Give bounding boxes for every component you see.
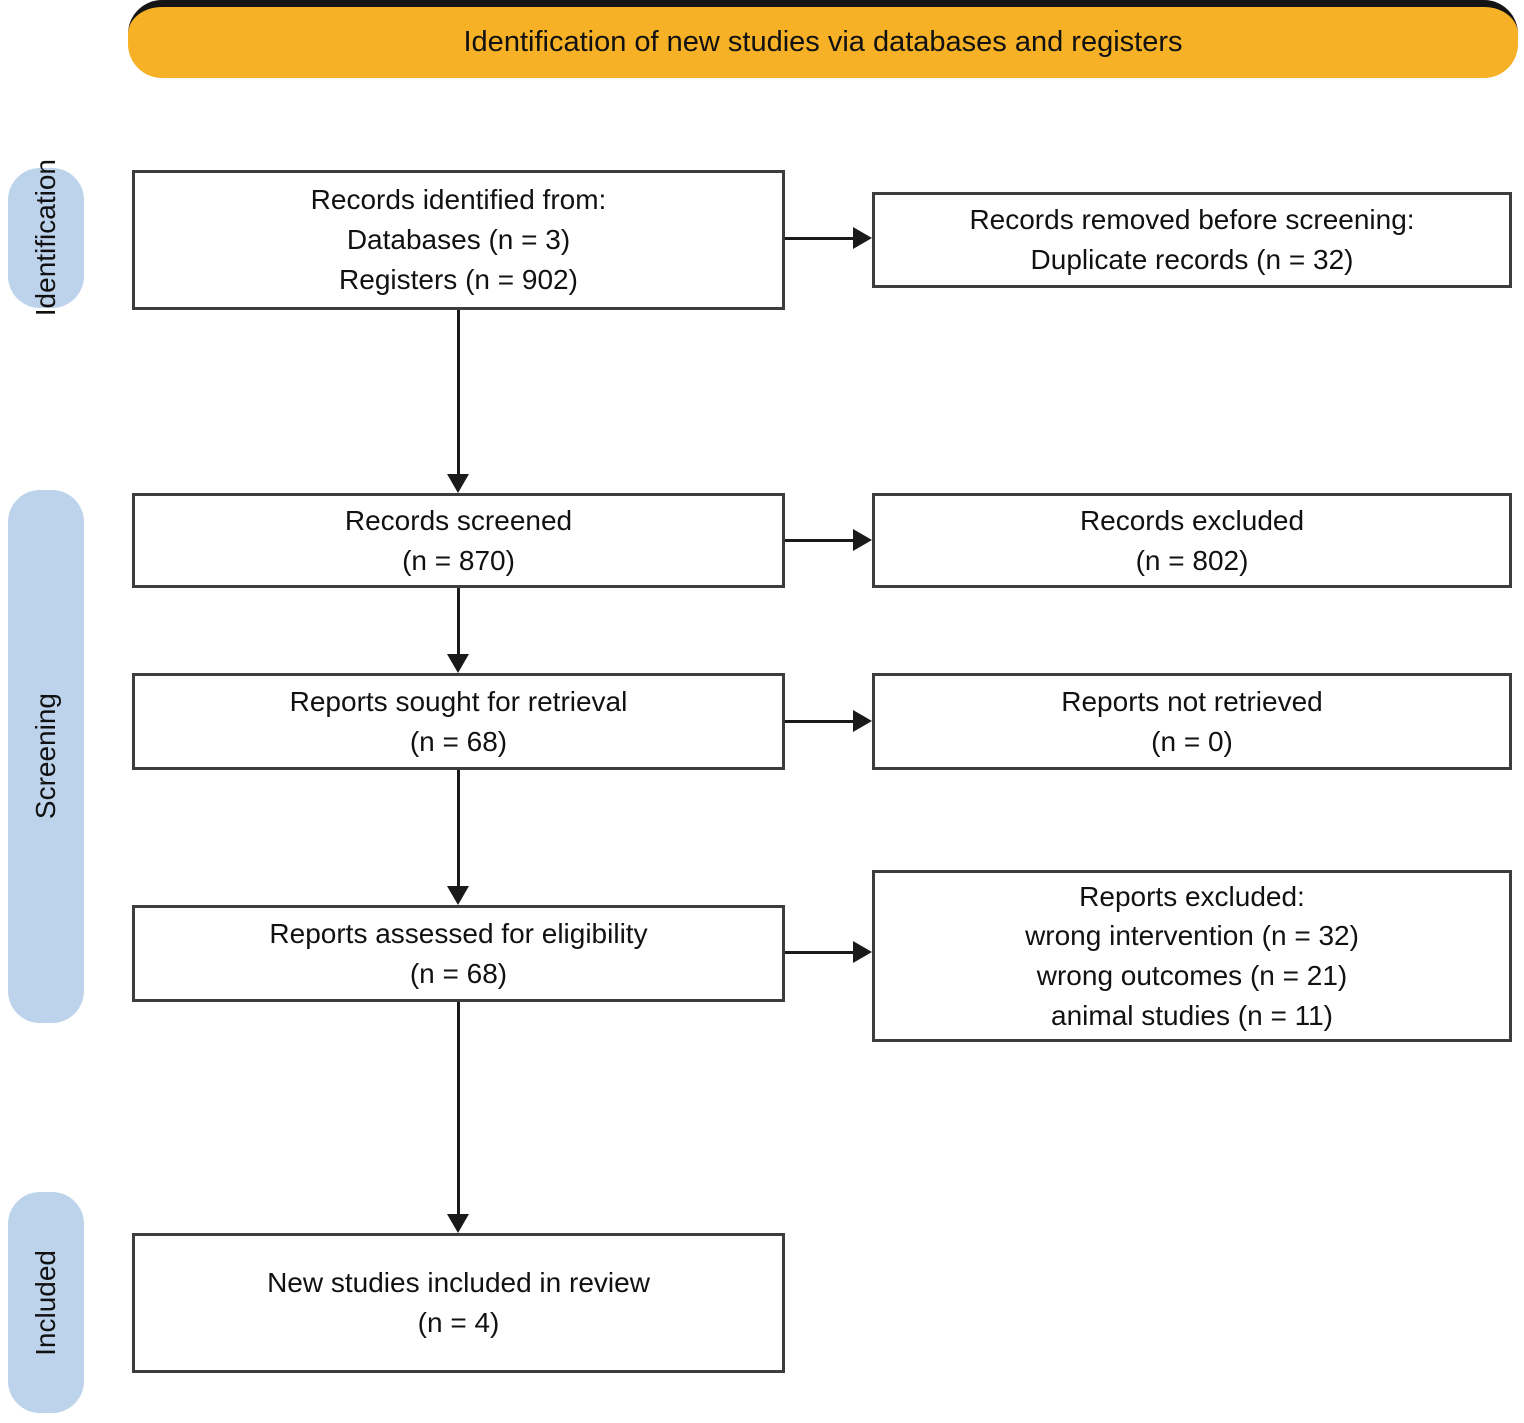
box-line: Records excluded (1079, 504, 1305, 536)
connector-line (457, 1002, 460, 1216)
connector-line (785, 237, 855, 240)
box-line: Reports excluded: (1079, 880, 1305, 912)
arrow-right-icon (853, 227, 872, 249)
stage-pill-screening: Screening (8, 490, 84, 1023)
flow-box-records-removed: Records removed before screening: Duplic… (872, 192, 1512, 288)
arrow-right-icon (853, 529, 872, 551)
connector-line (785, 720, 855, 723)
stage-label-identification: Identification (30, 159, 61, 317)
stage-pill-identification: Identification (8, 159, 84, 317)
box-line: Reports assessed for eligibility (269, 917, 648, 949)
box-line: animal studies (n = 11) (1051, 999, 1333, 1031)
box-line: (n = 68) (409, 725, 508, 757)
connector-line (457, 770, 460, 888)
box-line: (n = 870) (402, 544, 515, 576)
arrow-down-icon (447, 474, 469, 493)
box-line: Databases (n = 3) (346, 224, 571, 256)
stage-pill-included: Included (8, 1192, 84, 1413)
arrow-right-icon (853, 710, 872, 732)
arrow-down-icon (447, 886, 469, 905)
box-line: wrong outcomes (n = 21) (1036, 960, 1348, 991)
flow-box-records-excluded: Records excluded (n = 802) (872, 493, 1512, 588)
box-line: Reports not retrieved (1061, 685, 1323, 717)
box-line: Registers (n = 902) (339, 263, 578, 295)
box-line: (n = 4) (417, 1307, 500, 1338)
connector-line (785, 539, 855, 542)
box-line: Reports sought for retrieval (289, 685, 628, 717)
box-line: Records removed before screening: (969, 204, 1415, 236)
connector-line (457, 588, 460, 656)
box-line: Records screened (344, 504, 573, 536)
header-banner: Identification of new studies via databa… (128, 0, 1518, 78)
arrow-down-icon (447, 654, 469, 673)
flow-box-records-identified: Records identified from: Databases (n = … (132, 170, 785, 310)
arrow-down-icon (447, 1214, 469, 1233)
flow-box-reports-assessed: Reports assessed for eligibility (n = 68… (132, 905, 785, 1002)
stage-label-included: Included (30, 1249, 61, 1356)
flow-box-records-screened: Records screened (n = 870) (132, 493, 785, 588)
connector-line (785, 951, 855, 954)
box-line: New studies included in review (267, 1267, 650, 1299)
flow-box-new-studies-included: New studies included in review (n = 4) (132, 1233, 785, 1373)
flow-box-reports-sought: Reports sought for retrieval (n = 68) (132, 673, 785, 770)
box-line: Duplicate records (n = 32) (1030, 244, 1354, 275)
box-line: Records identified from: (310, 184, 607, 216)
header-title: Identification of new studies via databa… (463, 26, 1183, 58)
connector-line (457, 310, 460, 475)
box-line: wrong intervention (n = 32) (1025, 920, 1359, 952)
box-line: (n = 68) (409, 957, 508, 989)
flow-box-reports-excluded: Reports excluded: wrong intervention (n … (872, 870, 1512, 1042)
flow-box-reports-not-retrieved: Reports not retrieved (n = 0) (872, 673, 1512, 770)
stage-label-screening: Screening (30, 693, 61, 820)
box-line: (n = 802) (1135, 544, 1249, 576)
box-line: (n = 0) (1151, 725, 1233, 757)
arrow-right-icon (853, 941, 872, 963)
